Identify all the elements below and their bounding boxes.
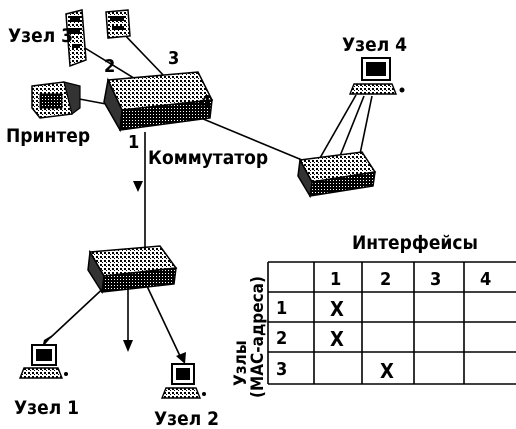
link-node4-b: [340, 96, 364, 156]
computer-node2-icon[interactable]: [162, 364, 206, 398]
label-node1: Узел 1: [14, 397, 79, 419]
computer-node1-icon[interactable]: [20, 345, 68, 378]
interface-header-3: 3: [430, 269, 441, 290]
row-node-2: 2: [276, 328, 287, 349]
cell-row3-if2: X: [380, 359, 394, 383]
label-node3: Узел 3: [8, 25, 73, 47]
row-axis-label-line2: (МАС-адреса): [248, 276, 268, 398]
computer-node4-icon[interactable]: [350, 58, 405, 94]
arrow-node2: [176, 352, 186, 364]
link-switch3-to-node2: [146, 284, 180, 356]
label-port4: 4: [200, 92, 211, 113]
server-box-icon[interactable]: [106, 10, 130, 38]
interface-header-4: 4: [480, 269, 491, 290]
table-title: Интерфейсы: [352, 232, 478, 254]
cell-row2-if1: X: [330, 327, 344, 351]
interface-header-1: 1: [330, 269, 341, 290]
printer-icon[interactable]: [32, 82, 80, 118]
cell-row1-if1: X: [330, 297, 344, 321]
row-node-3: 3: [276, 359, 287, 380]
arrow-switch3-down: [123, 340, 133, 352]
interfaces-table: Интерфейсы 1 2 3 4 1 2 3 X X X: [231, 232, 516, 398]
link-node4-c: [360, 96, 372, 154]
label-switch: Коммутатор: [148, 147, 268, 169]
label-port3: 3: [168, 48, 179, 69]
label-node4: Узел 4: [342, 34, 407, 56]
link-server-box-to-switch: [120, 30, 168, 80]
interface-header-2: 2: [380, 269, 391, 290]
main-switch-icon[interactable]: [104, 72, 212, 130]
switch-bottom-icon[interactable]: [88, 246, 176, 292]
label-port2: 2: [104, 56, 115, 77]
label-node2: Узел 2: [154, 408, 219, 429]
switch-right-icon[interactable]: [298, 152, 375, 196]
row-node-1: 1: [276, 298, 287, 319]
arrow-port1: [133, 181, 143, 192]
label-port1: 1: [128, 132, 139, 153]
link-node4-a: [320, 95, 356, 158]
label-printer: Принтер: [6, 125, 90, 147]
